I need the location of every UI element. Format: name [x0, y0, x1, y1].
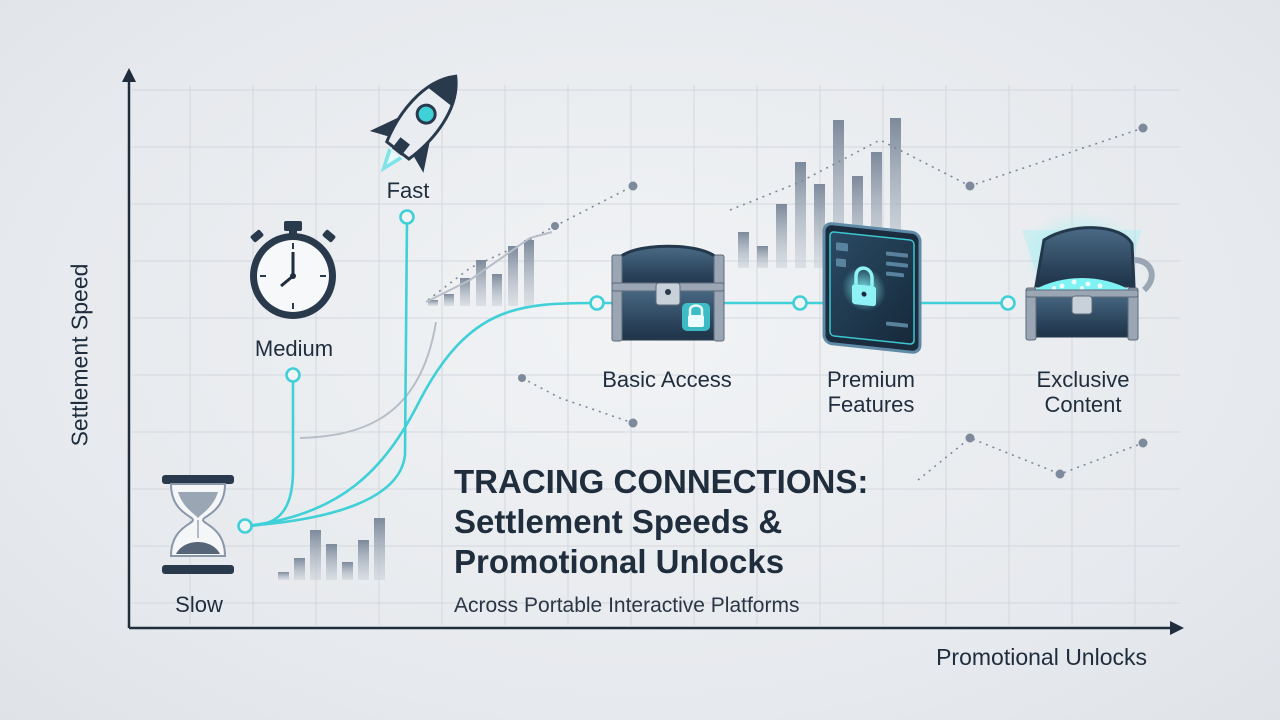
node-medium	[285, 367, 301, 383]
decorative-bar	[342, 562, 353, 580]
axes	[122, 68, 1184, 635]
tier-label-basic-access-line1: Basic Access	[602, 367, 732, 392]
open-treasure-chest-icon	[1022, 210, 1155, 341]
speed-label-fast: Fast	[386, 178, 430, 203]
x-axis-label: Promotional Unlocks	[936, 644, 1147, 670]
dotted-trend-1	[427, 185, 634, 301]
decorative-trend-dots	[518, 123, 1148, 479]
title-line-3: Promotional Unlocks	[454, 543, 785, 580]
decorative-bar	[476, 260, 486, 306]
decorative-bar	[294, 558, 305, 580]
decorative-bar	[890, 118, 901, 268]
decorative-bar	[852, 176, 863, 268]
y-axis-arrow-icon	[122, 68, 136, 82]
locked-chest-icon	[611, 244, 725, 342]
title-line-2: Settlement Speeds &	[454, 503, 783, 540]
decorative-bar	[814, 184, 825, 268]
node-fast	[399, 209, 415, 225]
decorative-bar	[278, 572, 289, 580]
tier-label-premium-features-line2: Features	[827, 392, 915, 417]
decorative-bar	[326, 544, 337, 580]
tier-label-exclusive-content-line1: Exclusive	[1036, 367, 1130, 392]
lock-screen-icon	[822, 222, 922, 354]
node-basic-access	[589, 295, 605, 311]
connector-nodes	[237, 209, 1016, 534]
node-slow	[237, 518, 253, 534]
tier-label-exclusive-content: Exclusive Content	[1037, 367, 1130, 417]
decorative-bar	[795, 162, 806, 268]
connector-slow-fast	[244, 217, 409, 528]
decorative-soft-curves	[299, 231, 553, 439]
connector-slow-medium	[244, 376, 295, 528]
decorative-bar	[508, 246, 518, 306]
decorative-bar	[492, 274, 502, 306]
x-axis-arrow-icon	[1170, 621, 1184, 635]
decorative-bar	[460, 278, 470, 306]
title-line-1: TRACING CONNECTIONS:	[454, 463, 869, 500]
decorative-bar	[374, 518, 385, 580]
tier-label-basic-access: Basic Access	[602, 367, 732, 392]
decorative-bar	[776, 204, 787, 268]
decorative-bar	[428, 300, 438, 306]
node-premium-features	[792, 295, 808, 311]
decorative-bar	[871, 152, 882, 268]
tier-label-exclusive-content-line2: Content	[1044, 392, 1122, 417]
connector-to-basic-access	[244, 301, 598, 528]
tier-label-premium-features-line1: Premium	[826, 367, 916, 392]
page-subtitle: Across Portable Interactive Platforms	[454, 594, 800, 617]
speed-label-slow: Slow	[175, 592, 223, 617]
decorative-bar	[738, 232, 749, 268]
soft-curve-1	[299, 321, 437, 439]
decorative-bar	[524, 240, 534, 306]
decorative-bar	[444, 294, 454, 306]
node-exclusive-content	[1000, 295, 1016, 311]
decorative-bar-clusters	[278, 118, 901, 580]
decorative-bar	[757, 246, 768, 268]
page-title: TRACING CONNECTIONS: Settlement Speeds &…	[454, 462, 868, 582]
speed-label-medium: Medium	[254, 336, 334, 361]
y-axis-label: Settlement Speed	[66, 263, 93, 447]
background-grid	[132, 85, 1180, 625]
decorative-bar	[358, 540, 369, 580]
dotted-trend-2	[729, 127, 1144, 211]
hourglass-icon	[162, 475, 234, 574]
rocket-icon	[369, 74, 458, 173]
decorative-bar	[833, 120, 844, 268]
dotted-trend-4	[917, 437, 1144, 481]
tier-label-premium-features: Premium Features	[827, 367, 915, 417]
soft-curve-2	[425, 231, 553, 303]
stopwatch-icon	[250, 221, 336, 319]
decorative-dotted-trends	[427, 127, 1144, 481]
decorative-bar	[310, 530, 321, 580]
dotted-trend-3	[521, 377, 634, 424]
